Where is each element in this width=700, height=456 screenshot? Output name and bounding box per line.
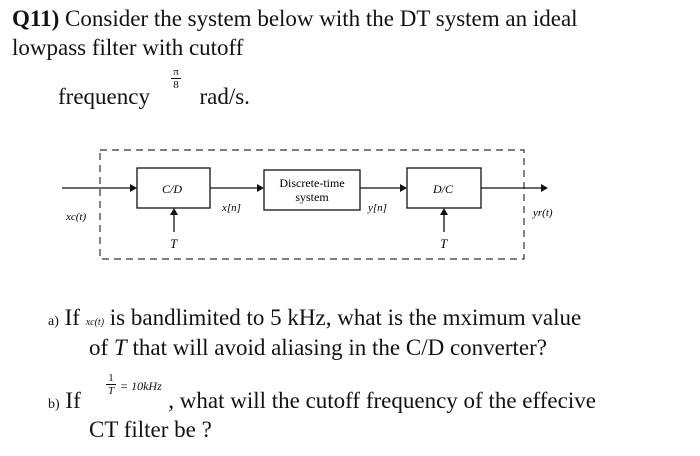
part-b-if: If: [65, 388, 81, 413]
dt-label-line2: system: [295, 190, 329, 204]
t2-label: T: [440, 236, 448, 251]
cd-label: C/D: [162, 182, 182, 196]
part-a-text-1: is bandlimited to 5 kHz, what is the mxi…: [109, 305, 582, 330]
frequency-unit: rad/s.: [199, 84, 250, 109]
part-b-marker: b): [48, 397, 60, 412]
arrow-into-cd: [130, 184, 137, 192]
input-label: xc(t): [65, 211, 86, 223]
cutoff-denominator: 8: [173, 79, 179, 91]
dt-label-line1: Discrete-time: [279, 176, 344, 190]
output-arrow: [541, 184, 548, 192]
arrow-into-dt: [257, 184, 264, 192]
part-a-T: T: [113, 335, 127, 360]
cd-block: [136, 167, 211, 209]
part-b-comma: ,: [168, 388, 174, 413]
sampling-denominator: T: [107, 385, 115, 397]
question-line-2: lowpass filter with cutoff: [12, 35, 243, 61]
part-a-if: If: [64, 305, 80, 330]
part-b-text-2: CT filter be ?: [89, 417, 212, 442]
sampling-fraction: 1 T: [105, 372, 117, 397]
dashed-boundary: [99, 149, 525, 260]
frequency-word: frequency: [58, 84, 150, 109]
cutoff-fraction: π 8: [168, 66, 184, 91]
question-number: Q11): [12, 6, 60, 31]
question-text-1: Consider the system below with the DT sy…: [65, 6, 578, 31]
question-text-2: lowpass filter with cutoff: [12, 35, 244, 60]
part-b-line-1: b) If , what will the cutoff frequency o…: [48, 388, 596, 414]
part-b-line-2: CT filter be ?: [89, 417, 212, 443]
part-b-text-1: what will the cutoff frequency of the ef…: [179, 388, 596, 413]
sampling-numerator: 1: [108, 372, 114, 384]
part-a-marker: a): [48, 314, 59, 329]
t2-arrow: [440, 208, 448, 215]
arrow-into-dc: [400, 184, 407, 192]
cutoff-numerator: π: [173, 66, 179, 78]
dc-label: D/C: [432, 182, 454, 196]
part-a-line-2: of T that will avoid aliasing in the C/D…: [89, 335, 547, 361]
frequency-line: frequency rad/s.: [58, 84, 250, 110]
dt-system-block: [263, 169, 361, 211]
part-a-symbol: xc(t): [85, 317, 105, 328]
fraction-bar: [171, 78, 181, 79]
t1-arrow: [170, 208, 178, 215]
part-a-text-2-pre: of: [89, 335, 109, 360]
sampling-equation: = 10kHz: [120, 379, 162, 393]
question-line-1: Q11) Consider the system below with the …: [12, 6, 578, 32]
output-label: yr(t): [532, 207, 553, 219]
part-a-line-1: a) If xc(t) is bandlimited to 5 kHz, wha…: [48, 305, 581, 331]
part-a-text-2-post: that will avoid aliasing in the C/D conv…: [132, 335, 547, 360]
yn-label: y[n]: [367, 202, 387, 214]
xn-label: x[n]: [221, 202, 241, 214]
sampling-fraction-bar: [106, 384, 116, 385]
t1-label: T: [170, 236, 178, 251]
